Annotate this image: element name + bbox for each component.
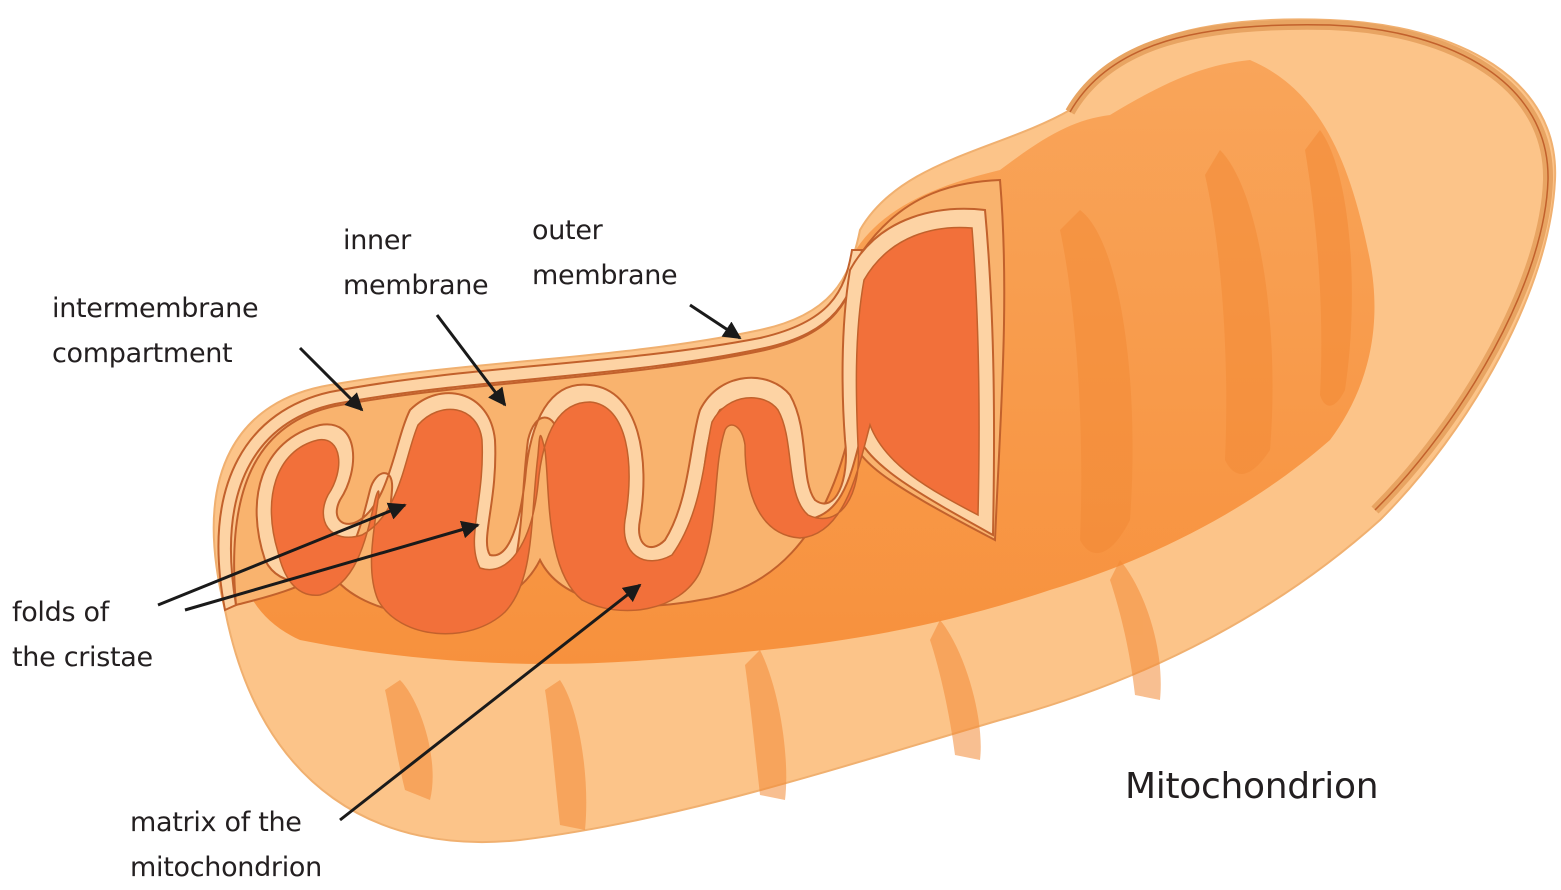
diagram-title: Mitochondrion <box>1125 766 1378 807</box>
label-matrix: matrix of the mitochondrion <box>130 800 322 890</box>
label-folds-of-cristae: folds of the cristae <box>12 590 153 680</box>
label-inner-membrane: inner membrane <box>343 218 488 308</box>
label-intermembrane-compartment: intermembrane compartment <box>52 286 258 376</box>
arrow-outer-membrane <box>690 305 740 338</box>
label-outer-membrane: outer membrane <box>532 208 677 298</box>
